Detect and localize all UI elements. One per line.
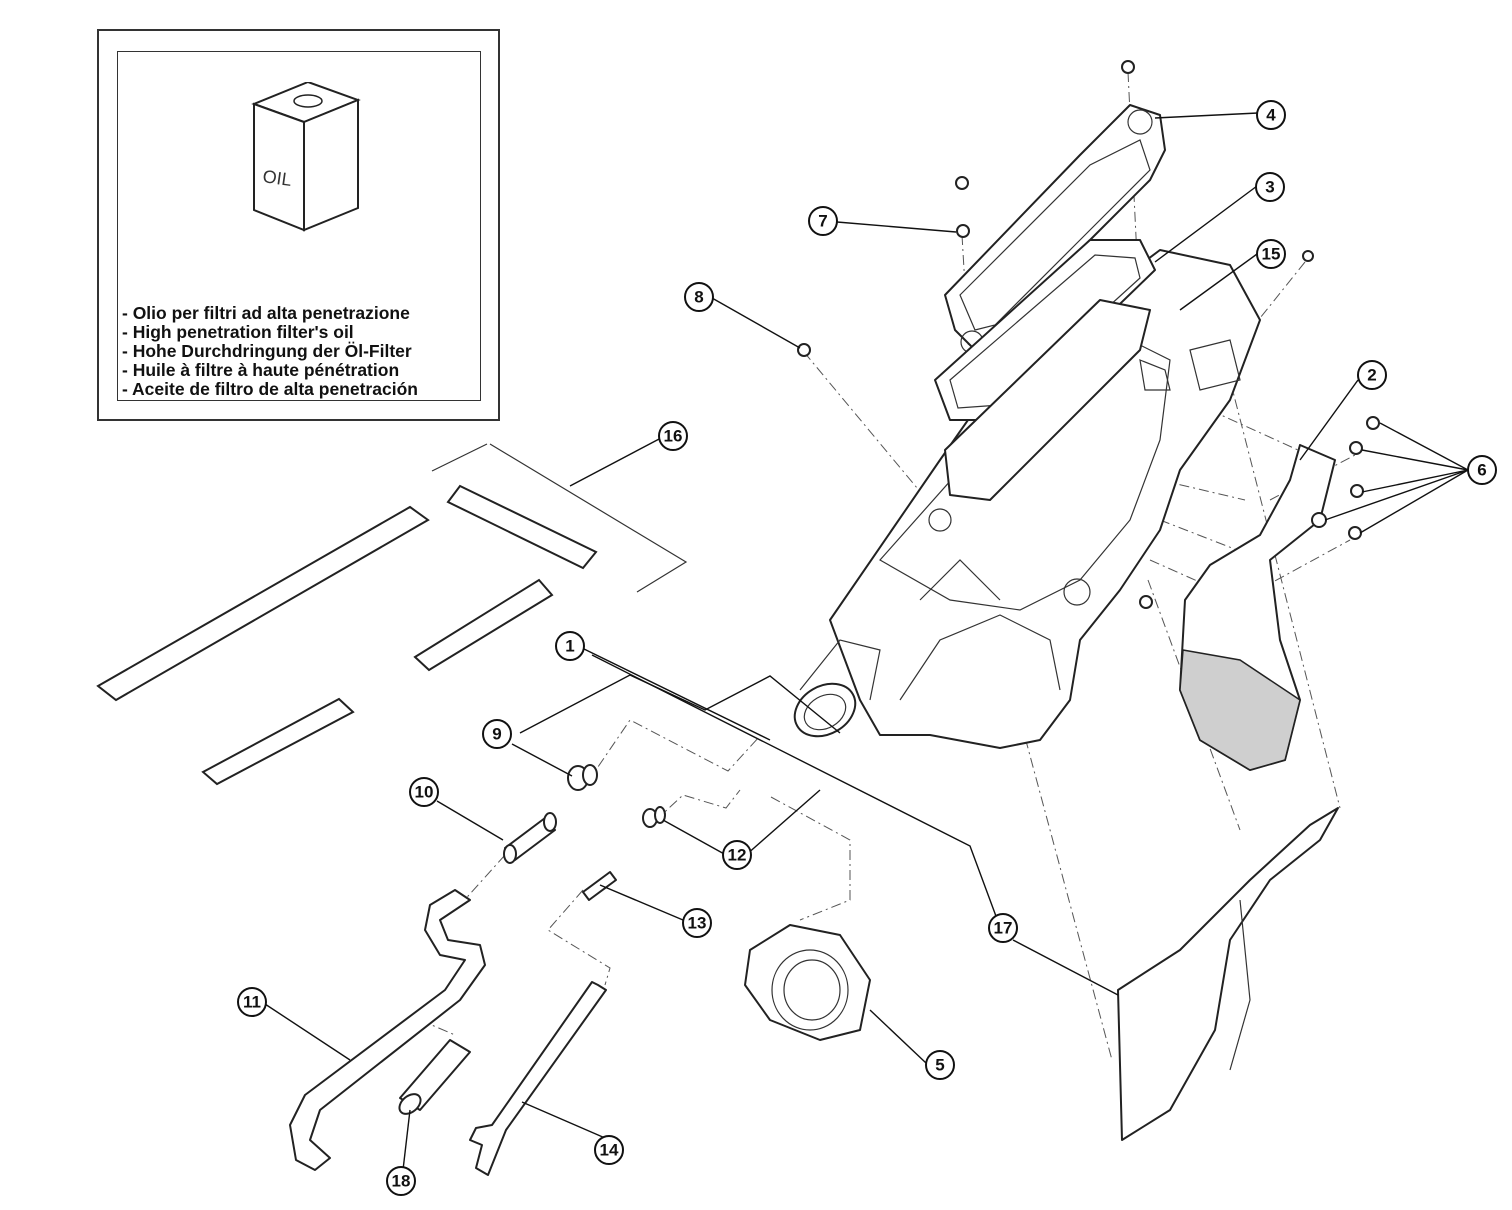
callout-10: 10	[409, 777, 439, 807]
oil-description-en: - High penetration filter's oil	[122, 322, 354, 342]
callout-6-label: 6	[1477, 461, 1486, 480]
oil-description-de: - Hohe Durchdringung der Öl-Filter	[122, 341, 412, 361]
oil-can-icon: OIL	[251, 82, 361, 232]
callout-2: 2	[1357, 360, 1387, 390]
callout-9: 9	[482, 719, 512, 749]
callout-8-label: 8	[694, 288, 703, 307]
callout-4-label: 4	[1266, 106, 1276, 125]
callout-11-label: 11	[243, 993, 261, 1012]
oil-info-inner-frame: OIL - Olio per filtri ad alta penetrazio…	[117, 51, 481, 401]
screws	[797, 60, 1380, 609]
callout-2-label: 2	[1367, 366, 1376, 385]
callout-15: 15	[1256, 239, 1286, 269]
callout-14-label: 14	[600, 1141, 619, 1160]
oil-description-it: - Olio per filtri ad alta penetrazione	[122, 303, 410, 323]
callout-16: 16	[658, 421, 688, 451]
leader-lines	[264, 112, 1469, 1171]
callout-5-label: 5	[935, 1056, 944, 1075]
callout-18: 18	[386, 1166, 416, 1196]
callout-12-label: 12	[728, 846, 747, 865]
callout-3-label: 3	[1265, 178, 1274, 197]
callout-1: 1	[555, 631, 585, 661]
oil-description-list: - Olio per filtri ad alta penetrazione -…	[122, 304, 418, 399]
callout-14: 14	[594, 1135, 624, 1165]
callout-16-label: 16	[664, 427, 683, 446]
callout-18-label: 18	[392, 1172, 411, 1191]
mud-guard	[1117, 807, 1339, 1141]
callout-10-label: 10	[415, 783, 434, 802]
callout-9-label: 9	[492, 725, 501, 744]
oil-info-box: OIL - Olio per filtri ad alta penetrazio…	[97, 29, 500, 421]
callout-13: 13	[682, 908, 712, 938]
airbox-housing	[793, 249, 1261, 749]
callout-11: 11	[237, 987, 267, 1017]
callout-12: 12	[722, 840, 752, 870]
oil-description-fr: - Huile à filtre à haute pénétration	[122, 360, 400, 380]
callout-17-label: 17	[994, 919, 1013, 938]
callout-7-label: 7	[818, 212, 827, 231]
callout-3: 3	[1255, 172, 1285, 202]
hoses	[289, 889, 607, 1176]
callout-17: 17	[988, 913, 1018, 943]
callout-7: 7	[808, 206, 838, 236]
fittings	[503, 764, 666, 901]
oil-description-es: - Aceite de filtro de alta penetración	[122, 379, 418, 399]
callout-13-label: 13	[688, 914, 707, 933]
oil-can-label: OIL	[261, 166, 293, 190]
callout-8: 8	[684, 282, 714, 312]
adhesive-strips	[96, 443, 688, 786]
heat-shield	[1179, 444, 1336, 771]
intake-boot	[744, 924, 871, 1041]
filter-cage	[934, 104, 1166, 501]
callout-6: 6	[1467, 455, 1497, 485]
callout-15-label: 15	[1262, 245, 1281, 264]
callout-1-label: 1	[565, 637, 574, 656]
callout-4: 4	[1256, 100, 1286, 130]
callout-5: 5	[925, 1050, 955, 1080]
